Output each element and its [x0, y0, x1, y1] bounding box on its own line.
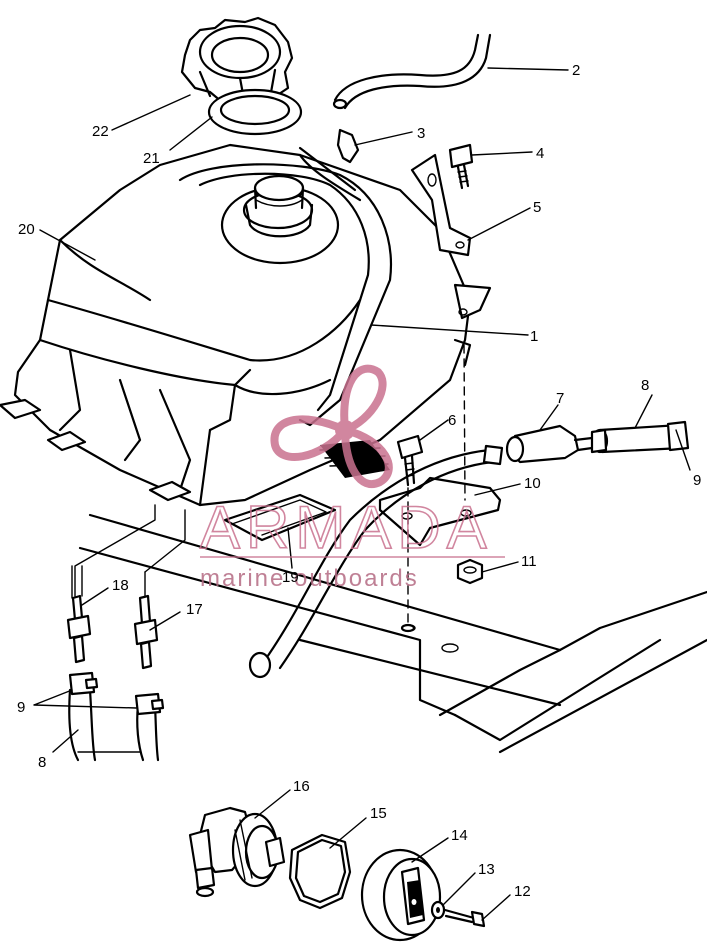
fuel-cap [180, 16, 294, 110]
nut-11 [456, 558, 484, 585]
propeller-logo-icon [270, 364, 393, 488]
mount-bracket [410, 153, 472, 257]
callout-1: 1 [530, 328, 538, 345]
tank-pad [223, 493, 337, 542]
callout-11: 11 [521, 553, 537, 570]
drain-hoses [68, 671, 165, 762]
vent-hose [332, 33, 492, 110]
callout-12: 12 [514, 883, 531, 900]
washer-13 [430, 900, 446, 920]
callout-18: 18 [112, 577, 129, 594]
callout-13: 13 [478, 861, 495, 878]
leader-lines [33, 67, 691, 921]
callout-8-bottom: 8 [38, 754, 46, 771]
bolt-4 [448, 143, 474, 190]
callout-2: 2 [572, 62, 580, 79]
mount-plate [378, 344, 502, 633]
vent-fitting [298, 128, 360, 192]
callout-15: 15 [370, 805, 387, 822]
callout-17: 17 [186, 601, 203, 618]
callout-19: 19 [282, 569, 299, 586]
fitting-18 [66, 565, 92, 664]
fuel-tank [0, 143, 492, 507]
fuel-filter [505, 424, 594, 464]
bolt-6 [396, 434, 424, 487]
callout-10: 10 [524, 475, 541, 492]
watermark-tagline: marine outboards [200, 565, 419, 592]
callout-6: 6 [448, 412, 456, 429]
callout-9-top: 9 [693, 472, 701, 489]
fuel-line [248, 444, 504, 679]
callout-8-top: 8 [641, 377, 649, 394]
petcock [188, 806, 286, 898]
petcock-gasket [288, 833, 352, 910]
callout-16: 16 [293, 778, 310, 795]
callout-3: 3 [417, 125, 425, 142]
watermark: ARMADA marine outboards [199, 364, 505, 592]
fitting-17 [133, 571, 159, 670]
callout-4: 4 [536, 145, 544, 162]
petcock-knob [360, 848, 442, 942]
callout-5: 5 [533, 199, 541, 216]
watermark-brand: ARMADA [200, 494, 493, 561]
screw-12 [443, 908, 486, 928]
callout-labels: 1 2 3 4 5 6 7 8 9 10 11 12 13 14 15 16 1… [17, 62, 701, 900]
callout-14: 14 [451, 827, 468, 844]
callout-20: 20 [18, 221, 35, 238]
callout-9-bottom: 9 [17, 699, 25, 716]
fuel-hose-8 [590, 420, 690, 454]
cap-gasket [207, 88, 303, 136]
tank-drop-lines [74, 504, 186, 597]
frame-rails [78, 513, 707, 754]
callout-22: 22 [92, 123, 109, 140]
callout-7: 7 [556, 390, 564, 407]
callout-21: 21 [143, 150, 160, 167]
